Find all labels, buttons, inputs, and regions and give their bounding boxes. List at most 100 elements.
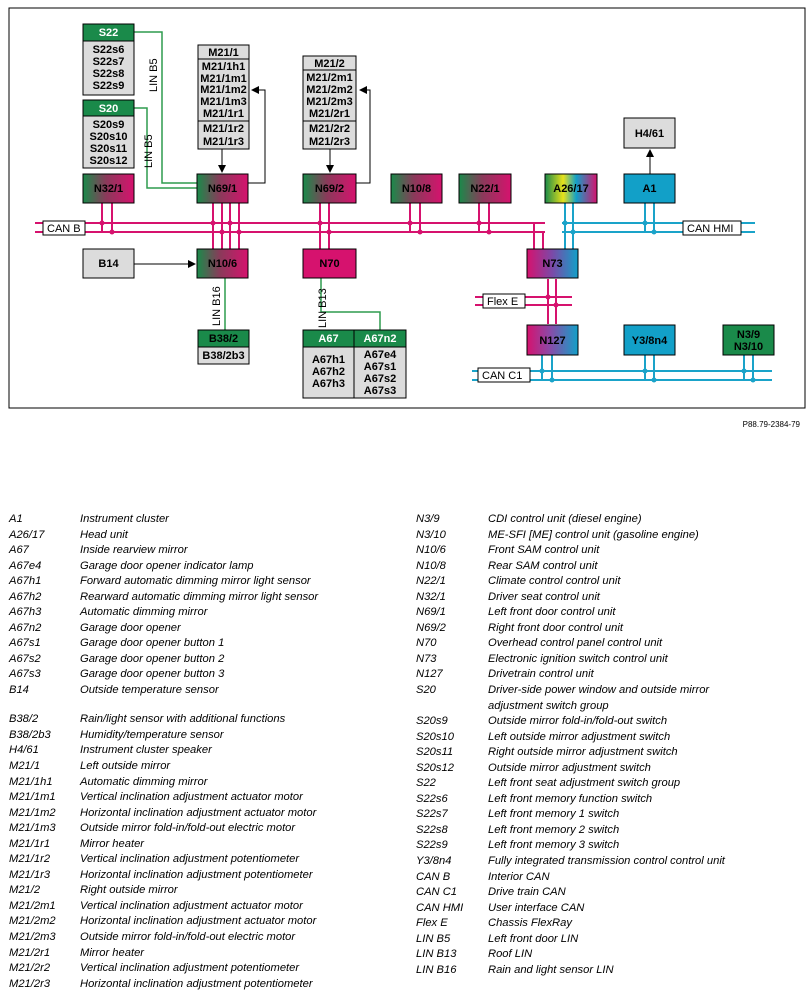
legend-code: M21/2 [9, 884, 41, 897]
legend-code: A67h2 [9, 590, 42, 603]
s22-header: S22 [99, 27, 119, 39]
module-label: H4/61 [635, 128, 664, 140]
can-c1-label-box: CAN C1 [477, 367, 531, 383]
legend-code: CAN B [416, 870, 451, 883]
legend-code: A67n2 [9, 621, 42, 634]
legend-code: S22s7 [416, 808, 448, 821]
m21-2-group: M21/2 M21/2m1 M21/2m2 M21/2m3 M21/2r1 M2… [302, 55, 357, 150]
signal-arrows [134, 86, 654, 268]
legend-description: Mirror heater [80, 946, 145, 959]
legend-description: Horizontal inclination adjustment actuat… [80, 915, 317, 928]
legend-description: Garage door opener button 2 [80, 652, 225, 665]
legend-code: S20s11 [416, 746, 454, 759]
legend-description: Outside mirror fold-in/fold-out switch [488, 715, 668, 728]
b38-2-header: B38/2 [209, 333, 238, 345]
can-hmi-label: CAN HMI [687, 223, 733, 235]
module-h4-61: H4/61 [623, 117, 676, 149]
legend-description: Left front memory 3 switch [488, 839, 620, 852]
module-label: N10/8 [402, 183, 431, 195]
legend-description: Rain/light sensor with additional functi… [80, 713, 286, 726]
legend-description: Horizontal inclination adjustment potent… [80, 977, 313, 990]
legend-row [9, 699, 409, 713]
b38-2-group: B38/2 B38/2b3 [197, 329, 250, 365]
legend-code: CAN C1 [416, 886, 458, 899]
m21-2-item: M21/2r3 [309, 136, 350, 148]
a67-group: A67 A67h1 A67h2 A67h3 [302, 329, 355, 399]
legend-code: Flex E [416, 917, 448, 930]
legend-code: S22s9 [416, 839, 448, 852]
s20-group: S20 S20s9 S20s10 S20s11 S20s12 [82, 99, 135, 169]
legend-description: Left front door control unit [488, 606, 616, 619]
legend-code: LIN B5 [416, 932, 451, 945]
legend-row: M21/2m2 Horizontal inclination adjustment… [9, 914, 409, 930]
module-n10-6: N10/6 [196, 248, 249, 279]
module-n73: N73 [526, 248, 579, 279]
legend-row: B38/2 Rain/light sensor with additional f… [9, 712, 409, 728]
legend-code: B38/2 [9, 713, 39, 726]
module-label: N22/1 [470, 183, 499, 195]
legend-description: Rearward automatic dimming mirror light … [80, 590, 319, 603]
legend-code: LIN B13 [416, 948, 457, 961]
module-n22-1: N22/1 [458, 173, 512, 204]
legend-code: M21/1m2 [9, 806, 56, 819]
module-n10-8: N10/8 [390, 173, 443, 204]
legend-description: Garage door opener button 3 [80, 668, 225, 681]
legend-description: Left front memory function switch [488, 792, 653, 805]
legend-description: Automatic dimming mirror [80, 606, 208, 619]
s22-group: S22 S22s6 S22s7 S22s8 S22s9 [82, 23, 135, 96]
legend-description: Climate control control unit [488, 575, 621, 588]
can-c1-label: CAN C1 [482, 370, 522, 382]
legend-code: M21/2m1 [9, 899, 56, 912]
legend-code: S20s10 [416, 730, 454, 743]
legend-code: S20s12 [416, 761, 454, 774]
legend-code: S20 [416, 684, 436, 697]
bus-junction-dots [99, 220, 756, 383]
lin-b5-top-label: LIN B5 [148, 58, 160, 92]
can-b-label: CAN B [47, 223, 81, 235]
m21-1-item: M21/1r1 [203, 108, 244, 120]
legend-description: Head unit [80, 528, 128, 541]
legend-code [9, 699, 80, 713]
a67-item: A67h2 [312, 366, 345, 378]
legend-code: A67s3 [9, 668, 41, 681]
legend-code: S22 [416, 777, 436, 790]
legend-description: adjustment switch group [488, 699, 609, 712]
legend-code: M21/2m2 [9, 915, 56, 928]
legend-description: Vertical inclination adjustment actuator… [80, 899, 303, 912]
legend-code: N3/9 [416, 513, 440, 525]
module-label: B14 [98, 258, 119, 270]
can-b-label-box: CAN B [42, 220, 86, 236]
legend-code: M21/1m3 [9, 822, 56, 835]
legend-description: Chassis FlexRay [488, 917, 572, 930]
s20-item: S20s11 [90, 143, 127, 155]
m21-2-item: M21/2m3 [306, 96, 352, 108]
legend-description: Left front memory 2 switch [488, 823, 620, 836]
legend-description: Garage door opener button 1 [80, 637, 225, 650]
legend-description: CDI control unit (diesel engine) [488, 513, 642, 525]
s20-header: S20 [99, 103, 119, 115]
m21-1-group: M21/1 M21/1h1 M21/1m1 M21/1m2 M21/1m3 M2… [197, 44, 250, 150]
legend-description: Forward automatic dimming mirror light s… [80, 575, 311, 588]
module-label: N3/10 [734, 341, 763, 353]
legend-description: Humidity/temperature sensor [80, 728, 224, 741]
legend-code: N127 [416, 668, 443, 681]
b38-2-item: B38/2b3 [202, 350, 244, 362]
legend-code: N10/8 [416, 559, 446, 572]
